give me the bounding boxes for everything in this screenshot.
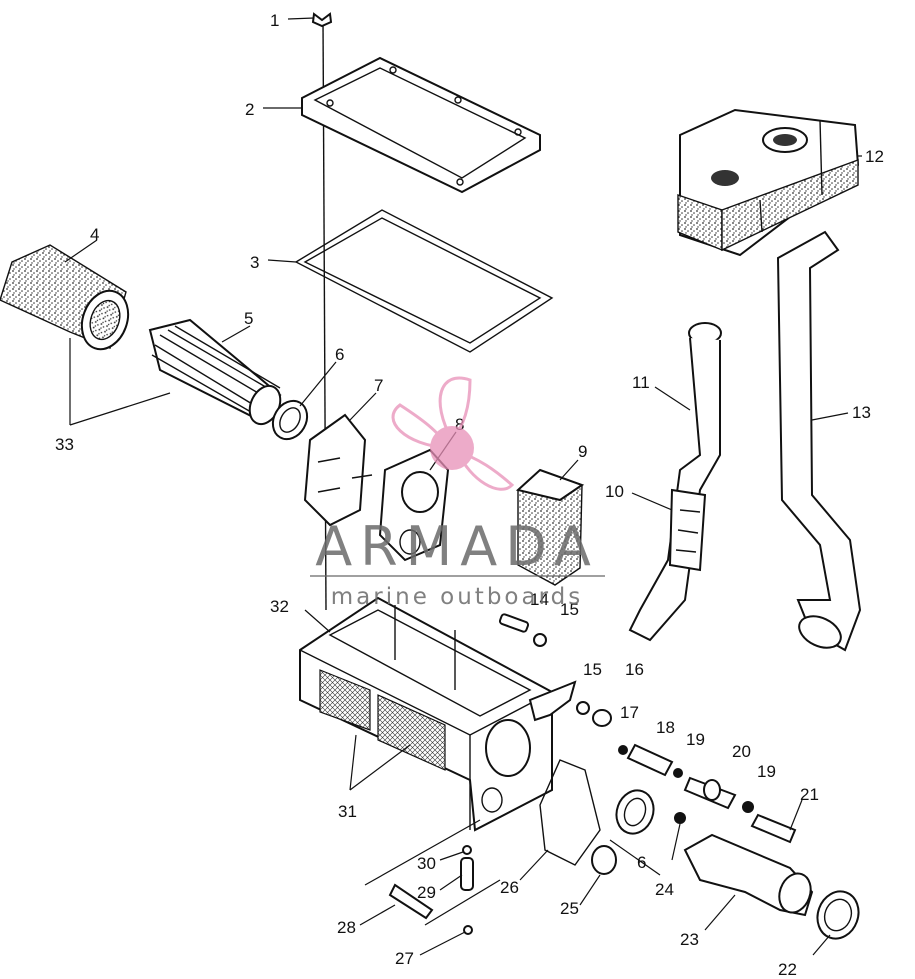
part-21-pin <box>750 813 797 844</box>
callout-16: 16 <box>625 660 644 679</box>
part-23-outlet-boot <box>683 833 814 917</box>
part-7-flange-plate <box>303 413 373 527</box>
callout-33: 33 <box>55 435 74 454</box>
part-18-sleeve <box>626 743 674 777</box>
callout-15a: 15 <box>560 600 579 619</box>
part-27-screw <box>463 925 473 935</box>
callout-10: 10 <box>605 482 624 501</box>
callout-6b: 6 <box>637 853 646 872</box>
callout-2: 2 <box>245 100 254 119</box>
callout-11: 11 <box>632 373 650 392</box>
callout-22: 22 <box>778 960 797 979</box>
watermark-brand: ARMADA <box>315 515 599 578</box>
callout-12: 12 <box>865 147 884 166</box>
callout-26: 26 <box>500 878 519 897</box>
part-9-foam-block <box>515 468 585 586</box>
propeller-logo-icon <box>391 376 515 491</box>
part-15-nut <box>533 633 590 715</box>
callout-21: 21 <box>800 785 819 804</box>
callout-31: 31 <box>338 802 357 821</box>
watermark: ARMADA marine outboards <box>310 376 605 610</box>
part-6-ring-seal-lower <box>615 789 655 835</box>
callout-7: 7 <box>374 376 383 395</box>
watermark-tagline: marine outboards <box>331 584 583 610</box>
part-16-grommet <box>592 709 612 727</box>
part-20-fitting <box>683 776 737 810</box>
part-25-ring <box>591 845 617 875</box>
part-14-screw <box>498 613 530 633</box>
part-2-cover <box>301 56 541 194</box>
callout-8: 8 <box>455 415 464 434</box>
part-29-drain-tube <box>460 857 474 891</box>
callout-labels: 1 2 3 4 5 6 7 8 9 10 11 12 13 14 15 15 1… <box>55 11 884 979</box>
callout-6: 6 <box>335 345 344 364</box>
callout-30: 30 <box>417 854 436 873</box>
callout-13: 13 <box>852 403 871 422</box>
part-8-adapter-plate <box>378 448 450 562</box>
leader-lines <box>64 17 862 956</box>
callout-18: 18 <box>656 718 675 737</box>
part-12-intake-silencer <box>677 108 860 257</box>
part-26-side-gasket <box>539 759 601 866</box>
part-28-drain-rod <box>388 883 434 920</box>
callout-28: 28 <box>337 918 356 937</box>
callout-29: 29 <box>417 883 436 902</box>
part-4-filter-sleeve <box>0 244 130 351</box>
part-5-filter-element <box>148 318 282 426</box>
part-19-o-ring <box>673 768 754 813</box>
callout-15b: 15 <box>583 660 602 679</box>
part-3-gasket <box>294 209 554 353</box>
callout-19a: 19 <box>686 730 705 749</box>
part-13-long-duct <box>776 230 862 652</box>
callout-19b: 19 <box>757 762 776 781</box>
callout-1: 1 <box>270 11 279 30</box>
part-11-intake-tube <box>628 322 722 642</box>
callout-24: 24 <box>655 880 674 899</box>
callout-25: 25 <box>560 899 579 918</box>
callout-14: 14 <box>530 590 549 609</box>
part-24-nut <box>674 812 686 824</box>
callout-17: 17 <box>620 703 639 722</box>
part-airbox-housing <box>299 596 553 832</box>
part-17-washer <box>618 745 628 755</box>
callout-20: 20 <box>732 742 751 761</box>
part-22-clamp <box>816 890 860 940</box>
callout-4: 4 <box>90 225 99 244</box>
callout-32: 32 <box>270 597 289 616</box>
callout-27: 27 <box>395 949 414 968</box>
part-10-tube-boot <box>668 488 707 572</box>
part-30-clip <box>462 845 472 855</box>
part-1-wing-nut <box>311 12 333 28</box>
part-bracket <box>528 680 577 722</box>
callout-23: 23 <box>680 930 699 949</box>
callout-5: 5 <box>244 309 253 328</box>
callout-9: 9 <box>578 442 587 461</box>
callout-3: 3 <box>250 253 259 272</box>
part-6-ring-seal <box>271 399 309 441</box>
